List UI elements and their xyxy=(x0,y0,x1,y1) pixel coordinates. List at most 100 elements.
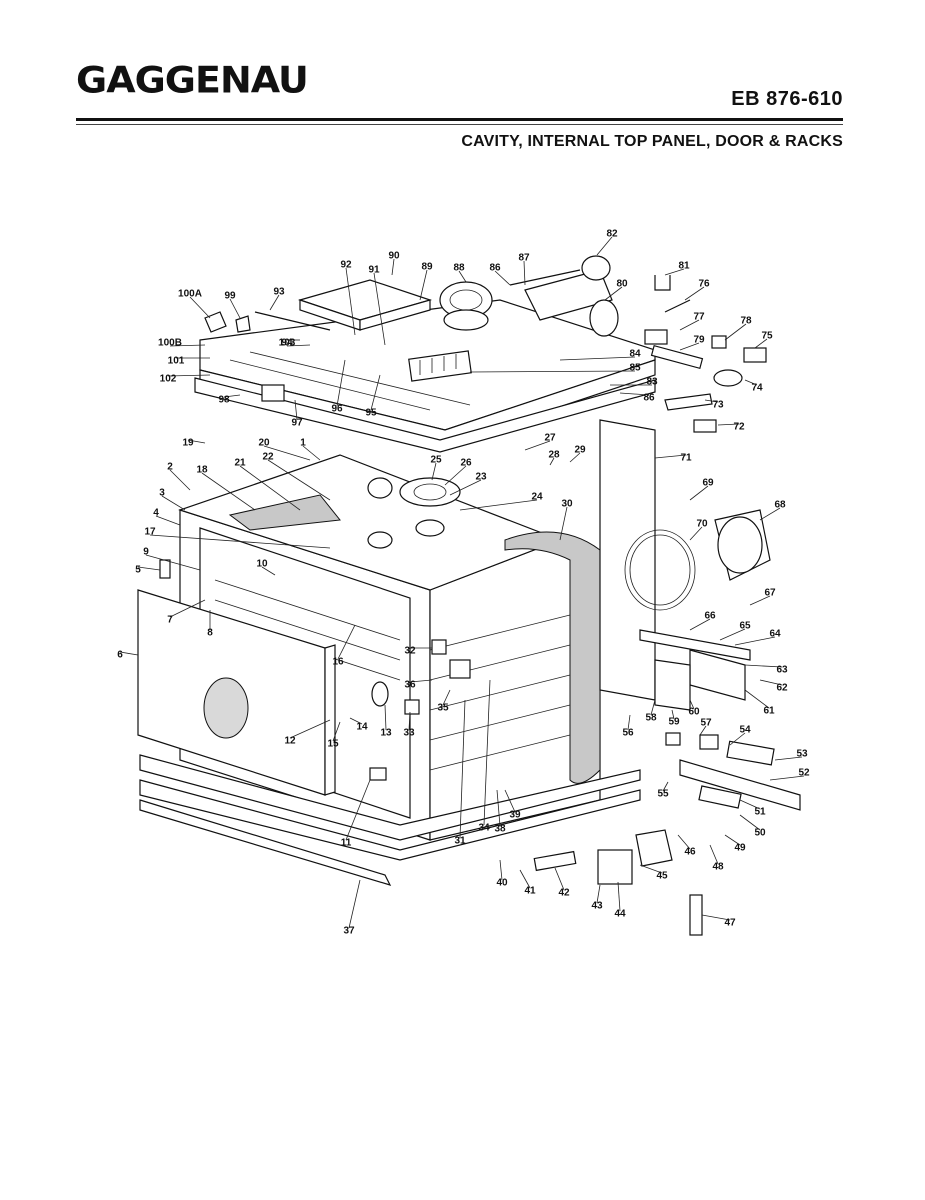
right-brackets xyxy=(533,629,801,936)
callout-leader xyxy=(724,323,747,341)
callout-leader xyxy=(419,269,428,301)
callout-label: 41 xyxy=(524,886,536,897)
callout-label: 86 xyxy=(489,263,501,274)
callout-label: 35 xyxy=(437,703,449,714)
callout-leader xyxy=(689,526,703,541)
callout-leader xyxy=(384,704,387,731)
callout-label: 20 xyxy=(258,438,270,449)
callout-leader xyxy=(149,534,331,549)
callout-label: 46 xyxy=(684,847,696,858)
callout-leader xyxy=(662,781,669,792)
callout-leader xyxy=(717,423,740,426)
callout-leader xyxy=(701,914,731,921)
bottom-floor xyxy=(139,754,641,886)
callout-label: 86 xyxy=(643,393,655,404)
callout-label: 36 xyxy=(404,680,416,691)
callout-label: 39 xyxy=(509,810,521,821)
callout-leader xyxy=(469,370,636,373)
callout-leader xyxy=(370,374,381,411)
callout-label: 3 xyxy=(159,488,165,499)
callout-label: 29 xyxy=(574,445,586,456)
callout-leader xyxy=(699,725,707,736)
callout-label: 48 xyxy=(712,862,724,873)
callout-leader xyxy=(391,258,395,276)
callout-label: 56 xyxy=(622,728,634,739)
callout-leader xyxy=(345,779,371,841)
callout-leader xyxy=(734,636,776,646)
callout-label: 5 xyxy=(135,565,141,576)
callout-label: 17 xyxy=(144,527,156,538)
callout-label: 98 xyxy=(218,395,230,406)
callout-label: 70 xyxy=(696,519,708,530)
callout-label: 38 xyxy=(494,824,506,835)
callout-label: 25 xyxy=(430,455,442,466)
callout-label: 49 xyxy=(734,843,746,854)
callout-leader xyxy=(201,472,256,511)
callout-leader xyxy=(337,624,356,660)
callout-leader xyxy=(724,834,741,846)
callout-label: 18 xyxy=(196,465,208,476)
callout-leader xyxy=(749,595,771,606)
callout-leader xyxy=(689,699,695,710)
callout-leader xyxy=(619,392,650,396)
callout-leader xyxy=(229,298,241,319)
callout-leader xyxy=(689,618,711,631)
callout-leader xyxy=(267,459,331,501)
callout-leader xyxy=(627,714,631,731)
callout-leader xyxy=(187,439,206,444)
callout-label: 34 xyxy=(478,823,490,834)
callout-label: 74 xyxy=(751,383,763,394)
callout-leader xyxy=(679,342,700,351)
callout-leader xyxy=(744,689,770,709)
callout-label: 88 xyxy=(453,263,465,274)
callout-leader xyxy=(774,756,803,761)
terminal-block-top xyxy=(408,350,472,382)
callout-leader xyxy=(719,628,746,641)
callout-leader xyxy=(483,679,491,826)
callout-leader xyxy=(677,834,691,850)
callout-label: 79 xyxy=(693,335,705,346)
callout-label: 65 xyxy=(739,621,751,632)
callout-leader xyxy=(504,789,516,813)
callout-leader xyxy=(345,267,356,336)
callout-label: 51 xyxy=(754,807,766,818)
callout-label: 26 xyxy=(460,458,472,469)
callout-label: 47 xyxy=(724,918,736,929)
callout-label: 33 xyxy=(403,728,415,739)
callout-leader xyxy=(431,462,437,481)
callout-leader xyxy=(289,719,331,739)
callout-label: 85 xyxy=(629,363,641,374)
callout-leader xyxy=(145,554,201,571)
callout-label: 73 xyxy=(712,400,724,411)
callout-leader xyxy=(155,515,181,526)
callout-label: 10 xyxy=(256,559,268,570)
callout-label: 50 xyxy=(754,828,766,839)
callout-label: 101 xyxy=(168,356,185,367)
callout-leader xyxy=(754,338,768,349)
cavity-insulation xyxy=(228,494,601,784)
callout-label: 78 xyxy=(740,316,752,327)
callout-label: 28 xyxy=(548,450,560,461)
callout-leader xyxy=(654,454,687,459)
callout-leader xyxy=(549,457,555,466)
callout-label: 54 xyxy=(739,725,751,736)
callout-label: 21 xyxy=(234,458,246,469)
header-rule-thin xyxy=(76,124,843,125)
callout-leader xyxy=(261,566,276,576)
callout-label: 32 xyxy=(404,646,416,657)
callout-label: 24 xyxy=(531,492,543,503)
callout-label: 77 xyxy=(693,312,705,323)
callout-leader xyxy=(709,844,719,865)
callout-leader xyxy=(459,499,538,511)
callout-leader xyxy=(569,452,581,463)
callout-label: 92 xyxy=(340,260,352,271)
cavity-side-parts xyxy=(159,559,471,781)
header-rule xyxy=(76,118,843,121)
callout-label: 30 xyxy=(561,499,573,510)
callout-leader xyxy=(596,884,601,904)
callout-leader xyxy=(449,479,482,496)
callout-leader xyxy=(617,881,621,912)
callout-label: 59 xyxy=(668,717,680,728)
callout-leader xyxy=(263,445,311,461)
callout-leader xyxy=(559,356,636,361)
